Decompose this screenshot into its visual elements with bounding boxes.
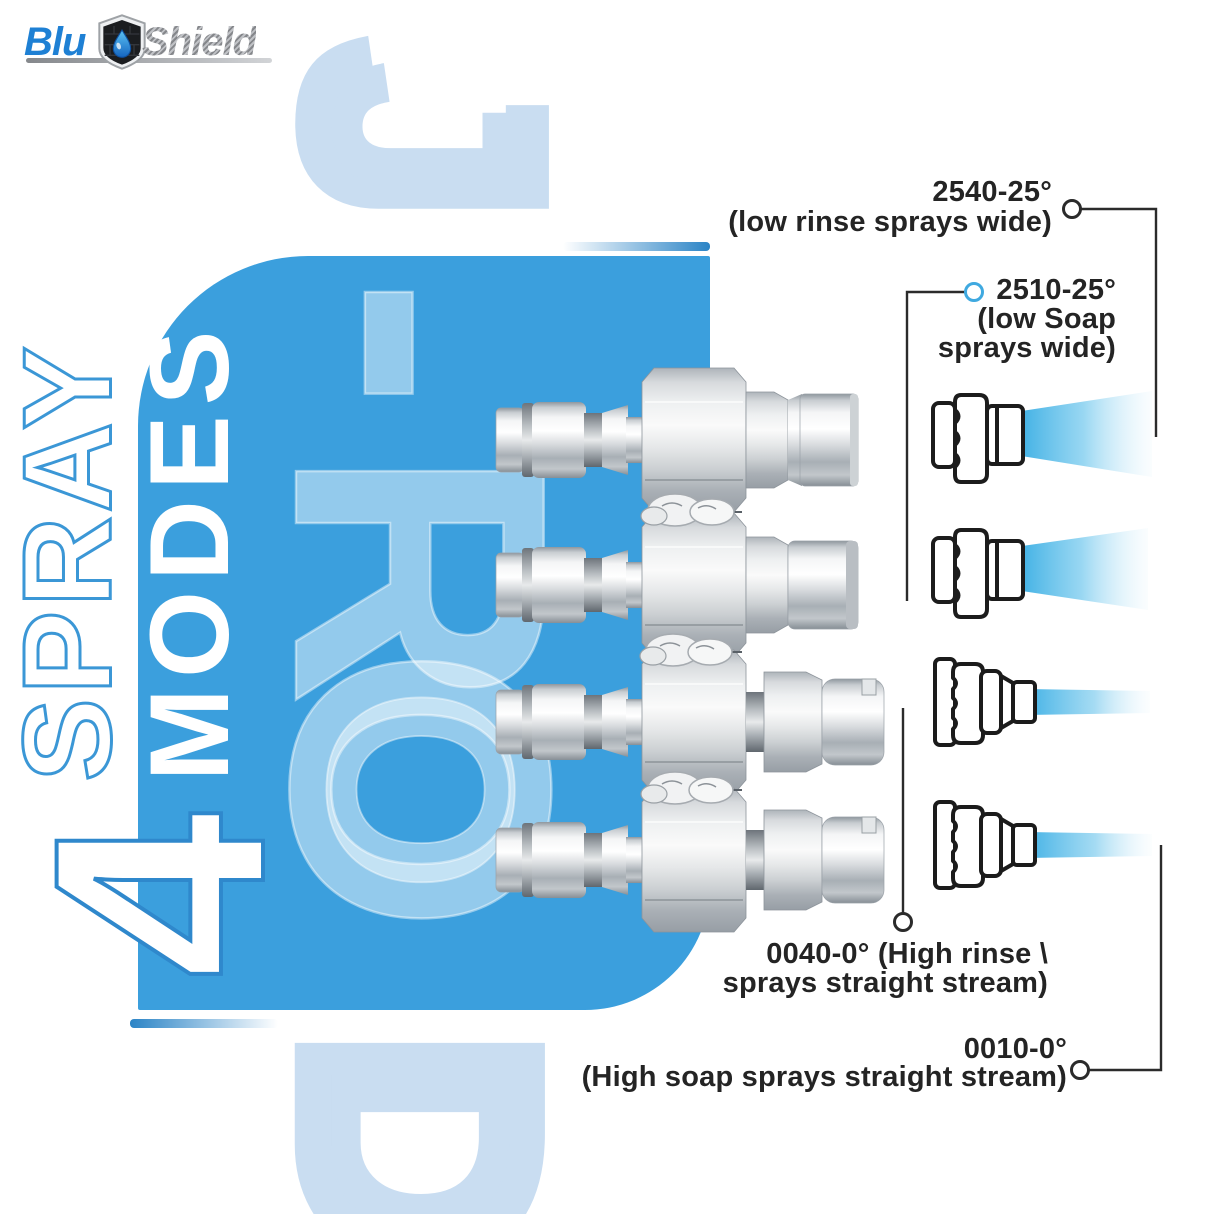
- nozzle-description: (low Soap: [977, 303, 1116, 335]
- logo-underline: [26, 58, 272, 63]
- nozzle-icon-0deg-rinse: [933, 657, 1150, 747]
- nozzle-description: (low rinse sprays wide): [728, 206, 1052, 238]
- brand-logo: Blu Shield: [22, 14, 282, 70]
- speed-bar-top: [563, 242, 710, 251]
- fitting-unit-4: [495, 787, 885, 933]
- spray-fan: [1015, 528, 1148, 610]
- callout-label-0040: 0040-0° (High rinse \ sprays straight st…: [723, 940, 1048, 998]
- callout-label-2540: 2540-25° (low rinse sprays wide): [728, 177, 1052, 237]
- speed-bar-bottom: [130, 1019, 278, 1028]
- watermark-letter-outline: D: [218, 1019, 623, 1214]
- shield-droplet-icon: [98, 14, 146, 70]
- spray-stream: [1026, 689, 1150, 715]
- spray-stream: [1026, 832, 1152, 858]
- callout-dot-2540: [1062, 199, 1082, 219]
- logo-text-shield: Shield: [142, 20, 257, 64]
- watermark-letter-d: D D: [218, 1019, 623, 1214]
- nozzle-code: 0010-0°: [963, 1033, 1067, 1065]
- nozzle-icon-25deg-rinse: [931, 391, 1152, 484]
- watermark-letter-j: J J: [222, 31, 627, 234]
- spray-fan: [1015, 391, 1152, 477]
- nozzle-description: sprays wide): [937, 332, 1116, 364]
- weld-bead: [640, 493, 742, 527]
- fitting-unit-1: [495, 367, 859, 513]
- watermark-letter-inner-outline: J: [279, 59, 570, 204]
- fitting-unit-3: [495, 649, 885, 795]
- callout-label-0010: 0010-0° (High soap sprays straight strea…: [581, 1033, 1067, 1093]
- callout-label-2510: 2510-25° (low Soap sprays wide): [938, 276, 1116, 363]
- nozzle-icon-0deg-soap: [933, 800, 1152, 890]
- nozzle-code: 0040-0° (High rinse \: [766, 938, 1048, 970]
- callout-dot-0010: [1070, 1060, 1090, 1080]
- spray-mode-icons: [931, 391, 1152, 890]
- fitting-unit-2: [495, 512, 859, 658]
- nozzle-icon-25deg-soap: [931, 528, 1148, 619]
- weld-bead: [639, 633, 742, 667]
- nozzle-description: (High soap sprays straight stream): [581, 1061, 1067, 1093]
- product-photo-quick-connect-nozzles: [495, 367, 885, 933]
- watermark-letter-outline: J: [222, 31, 627, 234]
- nozzle-code: 2510-25°: [996, 274, 1116, 306]
- watermark-letter-inner-outline: D: [275, 1056, 566, 1214]
- logo-text-blu: Blu: [24, 20, 86, 64]
- nozzle-description: sprays straight stream): [722, 967, 1048, 999]
- weld-bead: [640, 771, 742, 805]
- headline-spray-outline-text: SPRAY: [0, 341, 139, 783]
- nozzle-code: 2540-25°: [932, 176, 1052, 208]
